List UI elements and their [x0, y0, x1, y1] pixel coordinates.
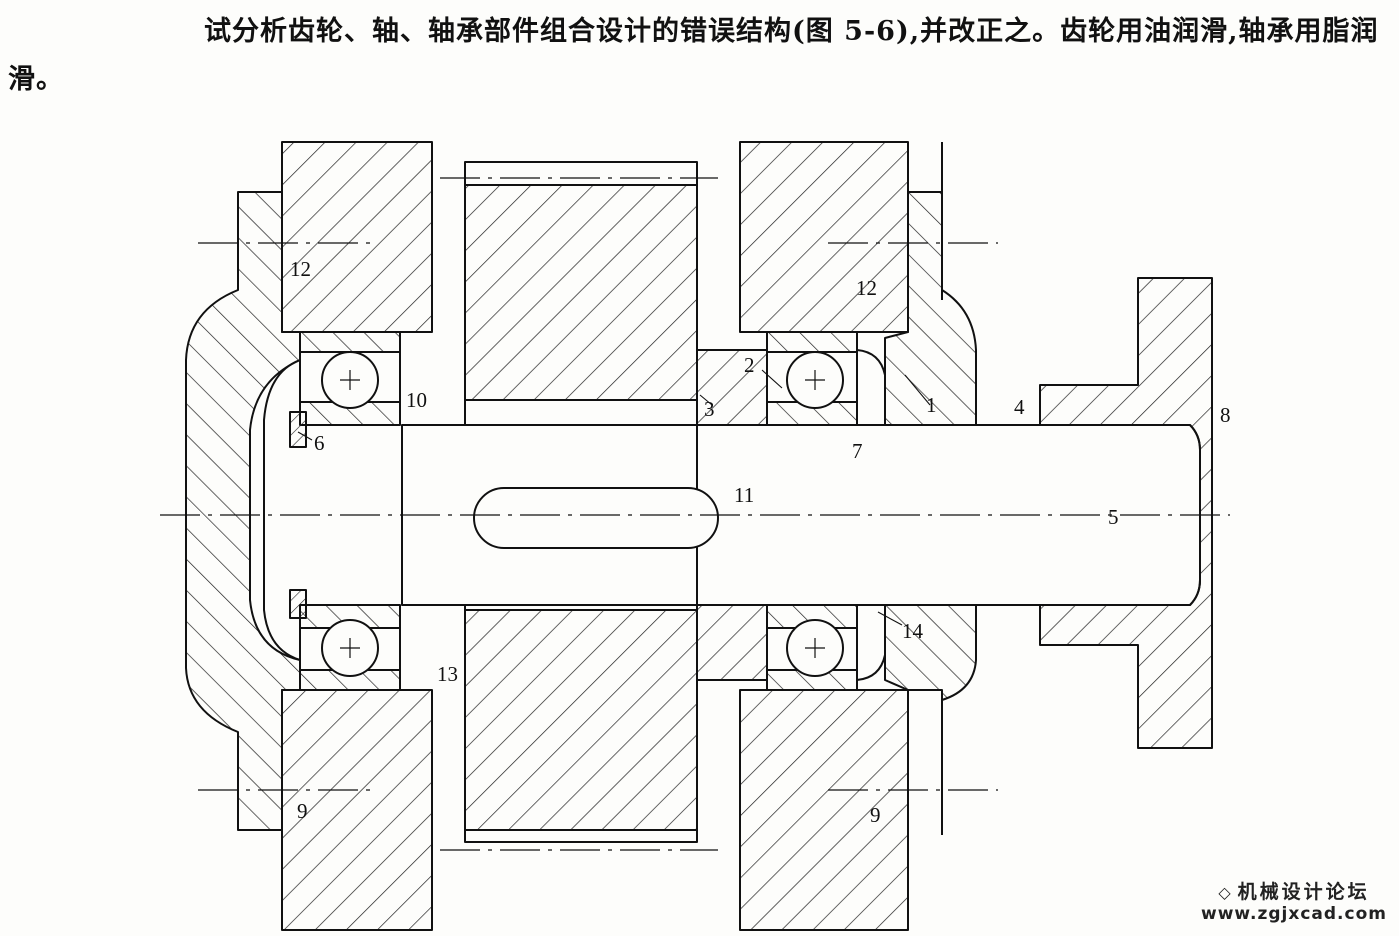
label-4: 4: [1014, 395, 1025, 419]
site-watermark: ◇机械设计论坛 www.zgjxcad.com: [1199, 877, 1389, 924]
left-bearing-outer-race-upper: [299, 331, 401, 353]
right-upper-housing-wall: [739, 141, 909, 333]
watermark-url: www.zgjxcad.com: [1201, 904, 1387, 924]
watermark-title: 机械设计论坛: [1237, 881, 1370, 903]
right-baffle-lower: [856, 605, 886, 681]
retaining-washer-lower: [289, 589, 307, 619]
label-14: 14: [902, 619, 924, 643]
label-9-left: 9: [297, 799, 308, 823]
question-text: 试分析齿轮、轴、轴承部件组合设计的错误结构(图 5-6),并改正之。齿轮用油润滑…: [8, 16, 1379, 95]
key: [473, 487, 719, 549]
label-1: 1: [926, 393, 937, 417]
left-upper-housing-wall: [281, 141, 433, 333]
right-bearing-outer-race-upper: [766, 331, 858, 353]
gear-upper-rim: [464, 184, 698, 401]
right-baffle-upper: [856, 349, 886, 425]
label-12-left: 12: [290, 257, 311, 281]
gear-lower-rim: [464, 609, 698, 831]
label-9-right: 9: [870, 803, 881, 827]
part-labels: 1 2 3 4 5 6 7 8 9 9 10 11 12 12 13 14: [290, 257, 1231, 827]
label-13: 13: [437, 662, 458, 686]
label-2: 2: [744, 353, 755, 377]
left-lower-housing-wall: [281, 689, 433, 931]
label-6: 6: [314, 431, 325, 455]
coupling-hub: [1039, 277, 1213, 749]
label-3: 3: [704, 397, 715, 421]
spacer-sleeve-lower: [696, 604, 768, 681]
label-11: 11: [734, 483, 754, 507]
label-8: 8: [1220, 403, 1231, 427]
left-cap-recess: [263, 359, 301, 661]
retaining-washer-upper: [289, 411, 307, 448]
label-10: 10: [406, 388, 427, 412]
label-12-right: 12: [856, 276, 877, 300]
diamond-logo-icon: ◇: [1218, 883, 1234, 902]
label-5: 5: [1108, 505, 1119, 529]
label-7: 7: [852, 439, 863, 463]
right-lower-housing-wall: [739, 689, 909, 931]
left-end-cap: [185, 191, 301, 831]
